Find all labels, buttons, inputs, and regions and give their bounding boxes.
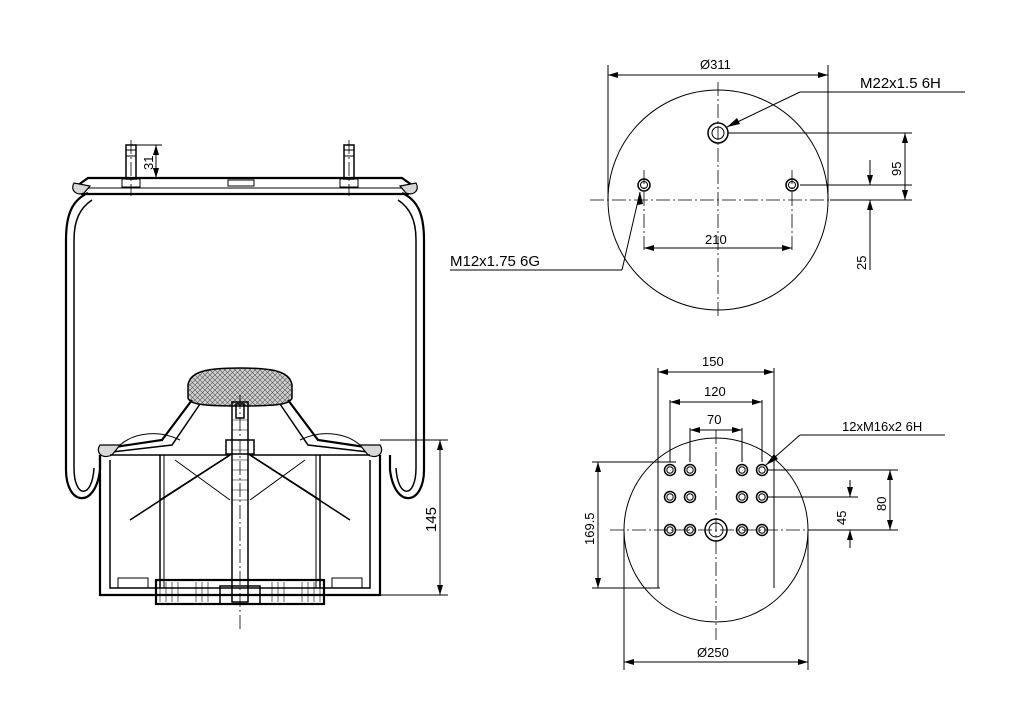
width-70-label: 70	[707, 412, 721, 427]
stud-spacing-label: 210	[705, 232, 727, 247]
bottom-center-port	[704, 518, 728, 542]
bellows-membrane	[64, 191, 102, 500]
port-thread-label: M22x1.5 6H	[860, 75, 941, 92]
top-diameter-label: Ø311	[700, 57, 731, 72]
stud-offset-label: 25	[854, 256, 869, 270]
offset-45-label: 45	[834, 511, 849, 525]
top-plate-view: Ø311 M22x1.5 6H M12x1.75 6G 210 95 25	[450, 57, 965, 318]
hole-thread-label: 12xM16x2 6H	[842, 419, 922, 434]
stud-left	[121, 140, 141, 196]
offset-80-label: 80	[874, 497, 889, 511]
stud-right	[339, 140, 359, 196]
height-169-label: 169.5	[582, 512, 597, 545]
width-120-label: 120	[704, 384, 726, 399]
stud-thread-label: M12x1.75 6G	[450, 253, 540, 270]
bottom-diameter-label: Ø250	[697, 645, 729, 660]
port-offset-label: 95	[889, 162, 904, 176]
bottom-plate-view: 150 120 70 12xM16x2 6H 169.5 80 45 Ø250	[582, 354, 945, 670]
threaded-hole-pattern	[663, 463, 769, 537]
stud-height-dimension: 31	[141, 156, 156, 170]
piston-height-dimension: 145	[423, 507, 440, 532]
central-bolt	[225, 395, 255, 630]
side-section-view: 31	[64, 140, 448, 630]
width-150-label: 150	[702, 354, 724, 369]
bumper	[187, 367, 293, 407]
